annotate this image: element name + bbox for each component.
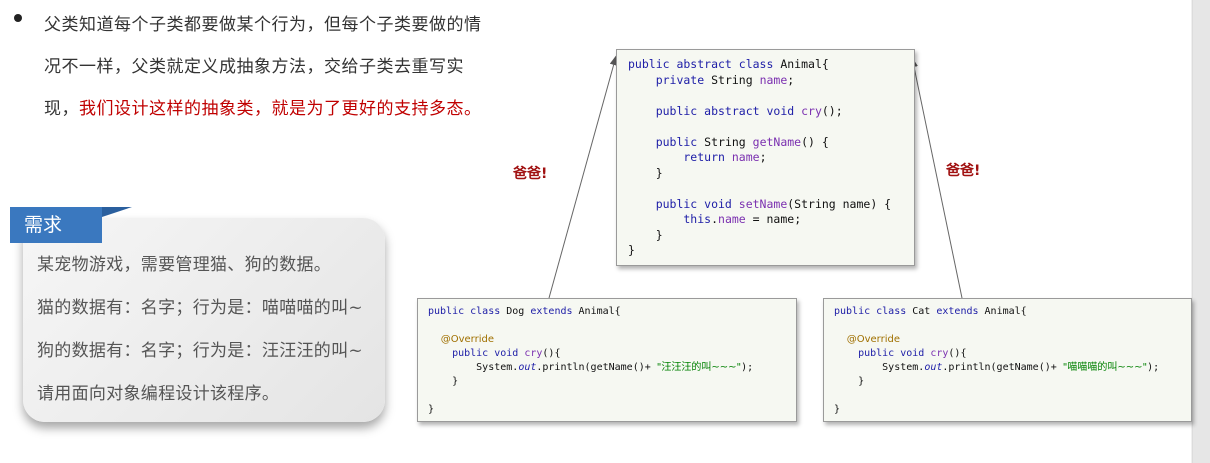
cat-to-animal-arrow [910, 57, 963, 299]
code-token: name [759, 72, 788, 87]
code-token: Animal{ [572, 306, 621, 317]
code-token: name [718, 212, 746, 226]
bullet-paragraph: 父类知道每个子类都要做某个行为，但每个子类要做的情况不一样，父类就定义成抽象方法… [14, 4, 484, 130]
code-line: public abstract class Animal{ [628, 57, 914, 73]
code-line: @Override [834, 334, 900, 345]
code-line: } [834, 404, 841, 415]
code-token: out [518, 362, 537, 373]
code-token: setName [731, 196, 788, 211]
code-token: Dog [500, 306, 531, 317]
code-line: public String getName() { [628, 135, 914, 151]
code-token: .println(getName()+ [536, 362, 657, 373]
bullet-text: 父类知道每个子类都要做某个行为，但每个子类要做的情况不一样，父类就定义成抽象方法… [44, 4, 484, 130]
code-line-blank [628, 88, 914, 104]
bullet-dot-icon [14, 14, 22, 22]
dad-label-right: 爸爸! [946, 163, 981, 179]
requirement-tab [10, 207, 102, 243]
code-token: System. [834, 362, 925, 373]
code-line: private String name; [628, 73, 914, 89]
code-line: } [834, 376, 865, 387]
code-token: private [628, 72, 705, 87]
requirement-card [23, 218, 385, 422]
code-line: } [628, 227, 663, 242]
requirement-tab-label: 需求 [24, 214, 63, 236]
code-line: public abstract void cry(); [628, 104, 914, 120]
code-line: } [428, 376, 459, 387]
code-line-blank [628, 181, 914, 197]
code-token: public abstract class [628, 57, 774, 71]
code-token: Animal{ [978, 306, 1027, 317]
code-token: (String name) { [787, 196, 892, 211]
code-token: System. [428, 362, 519, 373]
code-token: getName [752, 134, 802, 149]
code-token: ); [1147, 362, 1160, 373]
code-token: String [704, 72, 760, 87]
code-token: cry [518, 348, 543, 359]
code-token: cry [794, 103, 822, 118]
code-token: (){ [948, 348, 967, 359]
code-line-blank [428, 319, 796, 333]
requirement-line: 请用面向对象编程设计该程序。 [37, 384, 280, 404]
code-line-blank [834, 319, 1191, 333]
cat-code-box: public class Cat extends Animal{ @Overri… [823, 298, 1192, 422]
code-token: public class [834, 306, 907, 317]
code-token: return [628, 150, 725, 164]
code-token: (){ [542, 348, 561, 359]
code-token: this [628, 212, 712, 226]
code-token: public void [834, 348, 925, 359]
code-token: "汪汪汪的叫~~~" [656, 362, 742, 373]
code-line: System.out.println(getName()+ "汪汪汪的叫~~~"… [428, 361, 796, 375]
code-line: @Override [428, 334, 494, 345]
code-token: () { [801, 134, 829, 149]
requirement-line: 狗的数据有：名字；行为是：汪汪汪的叫~ [37, 341, 363, 361]
code-line-blank [428, 389, 796, 403]
animal-code-box: public abstract class Animal{ private St… [616, 49, 915, 266]
code-token: public [628, 134, 698, 149]
code-token: String [697, 134, 753, 149]
requirement-tab-fold [102, 207, 132, 217]
code-token: .println(getName()+ [942, 362, 1063, 373]
code-token: (); [821, 103, 843, 118]
code-token: public class [428, 306, 501, 317]
code-line-blank [834, 389, 1191, 403]
code-token: ; [759, 150, 767, 164]
code-line: } [628, 243, 635, 257]
scrollbar-thumb[interactable] [1192, 0, 1210, 463]
code-line: public class Cat extends Animal{ [834, 305, 1191, 319]
code-token: name [724, 150, 760, 164]
code-token: public abstract void [628, 103, 795, 118]
code-token: . [711, 212, 719, 226]
requirement-line: 某宠物游戏，需要管理猫、狗的数据。 [37, 255, 332, 275]
code-token: Cat [906, 306, 937, 317]
code-token: Animal{ [773, 57, 829, 71]
code-token: public void [428, 348, 519, 359]
code-token: cry [924, 348, 949, 359]
code-line: public class Dog extends Animal{ [428, 305, 796, 319]
code-token: extends [936, 306, 979, 317]
code-line: public void setName(String name) { [628, 197, 914, 213]
bullet-text-highlight: 我们设计这样的抽象类，就是为了更好的支持多态。 [79, 99, 482, 119]
code-token: out [924, 362, 943, 373]
code-line-blank [628, 119, 914, 135]
code-line: this.name = name; [628, 212, 914, 228]
code-line: public void cry(){ [834, 347, 1191, 361]
code-line: } [428, 404, 435, 415]
code-line: return name; [628, 150, 914, 166]
bullet-text-normal: 父类知道每个子类都要做某个行为，但每个子类要做的情况不一样，父类就定义成抽象方法… [44, 15, 482, 119]
code-line: public void cry(){ [428, 347, 796, 361]
requirement-lines: 某宠物游戏，需要管理猫、狗的数据。 猫的数据有：名字；行为是：喵喵喵的叫~ 狗的… [37, 244, 382, 416]
code-token: "喵喵喵的叫~~~" [1062, 362, 1148, 373]
code-line: System.out.println(getName()+ "喵喵喵的叫~~~"… [834, 361, 1191, 375]
code-token: = name; [745, 212, 802, 226]
code-token: ); [741, 362, 754, 373]
code-line: } [628, 165, 663, 180]
requirement-line: 猫的数据有：名字；行为是：喵喵喵的叫~ [37, 298, 363, 318]
dad-label-left: 爸爸! [513, 166, 548, 182]
dog-to-animal-arrow [548, 55, 618, 299]
dog-code-box: public class Dog extends Animal{ @Overri… [417, 298, 797, 422]
code-token: extends [530, 306, 573, 317]
code-token: public void [628, 196, 732, 211]
code-token: ; [787, 72, 795, 87]
